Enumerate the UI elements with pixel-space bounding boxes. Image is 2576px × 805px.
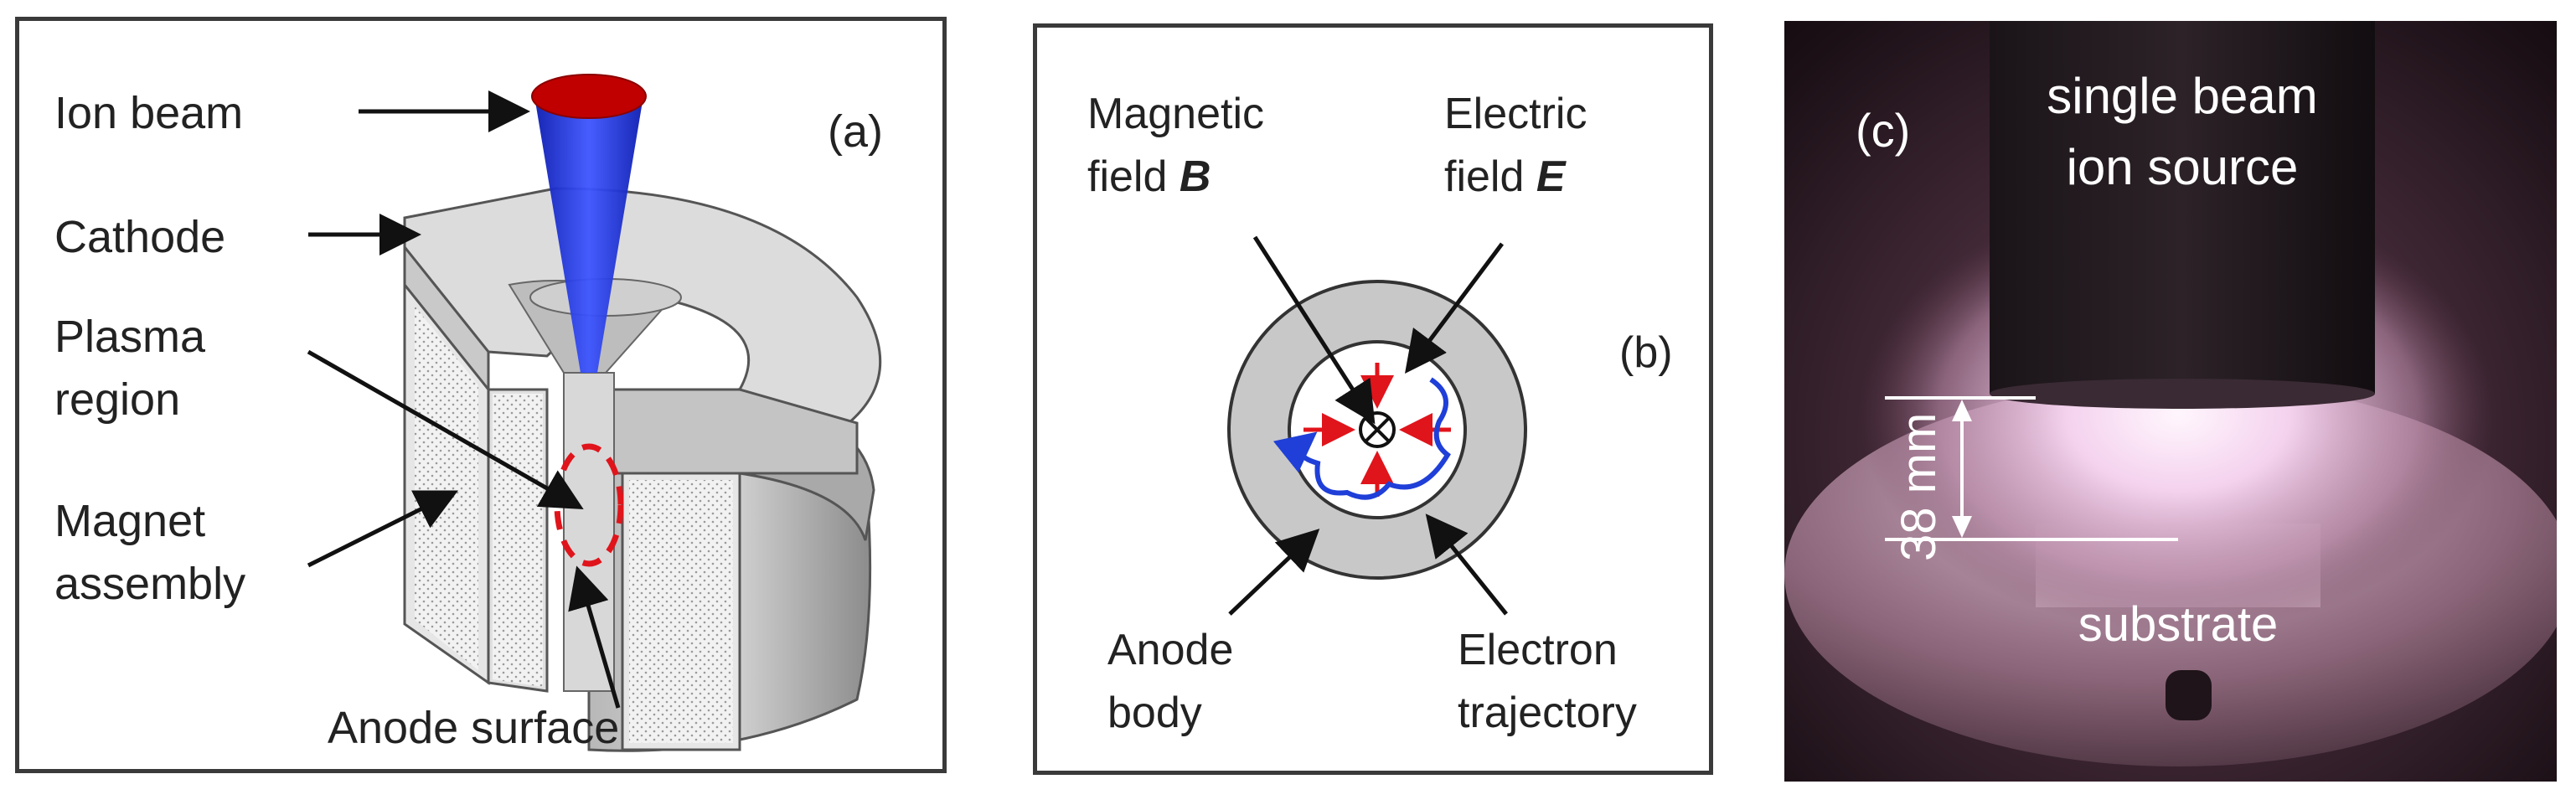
label-anode-line1: Anode [1107,626,1233,674]
ion-source-photo: (c) single beam ion source 38 mm substra… [1784,21,2557,782]
cathode-top-surface [403,187,882,425]
panel-b-cross-section: Magnetic field B Electric field E (b) An… [1033,23,1713,775]
label-magnet-line1: Magnet [54,496,205,546]
symbol-b: B [1180,152,1211,201]
source-label-line2: ion source [2067,139,2299,195]
arrow-electric-field [1405,242,1505,374]
electron-trajectory-path [1273,377,1451,500]
symbol-e: E [1536,152,1567,201]
label-anode-line2: body [1107,689,1202,737]
label-magnetic-line1: Magnetic [1087,90,1264,138]
label-plasma-line1: Plasma [54,312,206,362]
arrow-plasma [307,349,584,509]
label-anode-surface: Anode surface [328,703,619,753]
label-electron-line1: Electron [1458,626,1618,674]
source-label-line1: single beam [2047,68,2318,124]
arrow-magnetic-field [1252,235,1376,425]
arrow-anode-body [1228,529,1320,616]
anode-channel [563,372,615,692]
label-electric-line2: field E [1444,152,1567,201]
label-magnet-line2: assembly [54,559,245,609]
cross-section-diagram: Magnetic field B Electric field E (b) An… [1087,90,1673,737]
cutaway-diagram: Ion beam Cathode Plasma region Magnet as… [54,74,883,753]
table-slot [2166,670,2212,720]
plasma-ring [554,443,624,567]
label-magnetic-line2: field B [1087,152,1211,201]
label-plasma-line2: region [54,374,180,425]
arrow-anode [568,565,621,709]
panel-a-ion-source-cutaway: Ion beam Cathode Plasma region Magnet as… [15,17,947,773]
arrow-magnet [307,490,458,568]
arrow-electron [1425,513,1508,616]
ion-beam-cone [534,96,643,373]
distance-label: 38 mm [1892,413,1946,561]
label-cathode: Cathode [54,212,225,262]
panel-c-photo: (c) single beam ion source 38 mm substra… [1784,21,2557,782]
ion-beam-top [531,74,647,119]
panel-tag-b: (b) [1619,328,1673,377]
panel-tag-a: (a) [828,106,883,157]
label-electron-line2: trajectory [1458,689,1637,737]
substrate-label: substrate [2078,597,2279,652]
label-ion-beam: Ion beam [54,88,243,138]
panel-tag-c: (c) [1856,104,1910,157]
label-electric-line1: Electric [1444,90,1587,138]
ion-source-body [1990,21,2375,394]
